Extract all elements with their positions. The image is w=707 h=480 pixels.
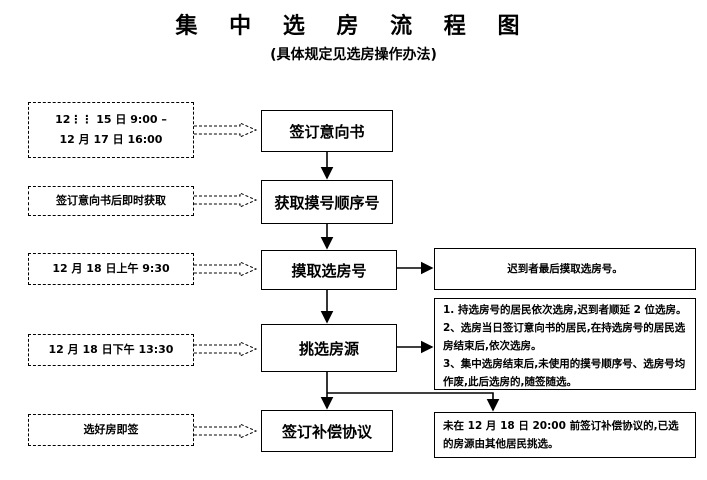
side-late-arrivals: 迟到者最后摸取选房号。 bbox=[434, 248, 696, 290]
note-signing-period-line2: 12 月 17 日 16:00 bbox=[59, 133, 163, 146]
arrow-step4-deadline bbox=[327, 392, 500, 412]
step-sign-compensation: 签订补偿协议 bbox=[261, 410, 393, 452]
note-signing-period-line1: 12⋮⋮ 15 日 9:00 – bbox=[55, 113, 167, 126]
note-sign-on-selection: 选好房即签 bbox=[28, 414, 194, 446]
note-draw-time: 12 月 18 日上午 9:30 bbox=[28, 253, 194, 285]
side-deadline: 未在 12 月 18 日 20:00 前签订补偿协议的,已选的房源由其他居民挑选… bbox=[434, 412, 696, 458]
dashed-arrows bbox=[194, 122, 258, 439]
note-signing-period: 12⋮⋮ 15 日 9:00 – 12 月 17 日 16:00 bbox=[28, 102, 194, 158]
dashed-arrow-1 bbox=[194, 122, 258, 138]
dashed-arrow-4 bbox=[194, 341, 258, 357]
dashed-arrow-2 bbox=[194, 192, 258, 208]
dashed-arrow-3 bbox=[194, 261, 258, 277]
page-subtitle: (具体规定见选房操作办法) bbox=[270, 47, 437, 63]
page-title: 集 中 选 房 流 程 图 bbox=[175, 14, 532, 39]
step-get-sequence-number: 获取摸号顺序号 bbox=[261, 180, 393, 224]
note-selection-time: 12 月 18 日下午 13:30 bbox=[28, 334, 194, 366]
step-sign-intent: 签订意向书 bbox=[261, 110, 393, 152]
note-instant-number: 签订意向书后即时获取 bbox=[28, 186, 194, 216]
side-selection-rules: 1. 持选房号的居民依次选房,迟到者顺延 2 位选房。 2、选房当日签订意向书的… bbox=[434, 298, 696, 390]
step-select-housing: 挑选房源 bbox=[261, 324, 397, 372]
side-rule-1: 1. 持选房号的居民依次选房,迟到者顺延 2 位选房。 bbox=[443, 304, 687, 316]
side-rule-3: 3、集中选房结束后,未使用的摸号顺序号、选房号均作废,此后选房的,随签随选。 bbox=[443, 358, 686, 388]
dashed-arrow-5 bbox=[194, 423, 258, 439]
step-draw-selection-number: 摸取选房号 bbox=[261, 250, 397, 290]
side-rule-2: 2、选房当日签订意向书的居民,在持选房号的居民选房结束后,依次选房。 bbox=[443, 322, 686, 352]
